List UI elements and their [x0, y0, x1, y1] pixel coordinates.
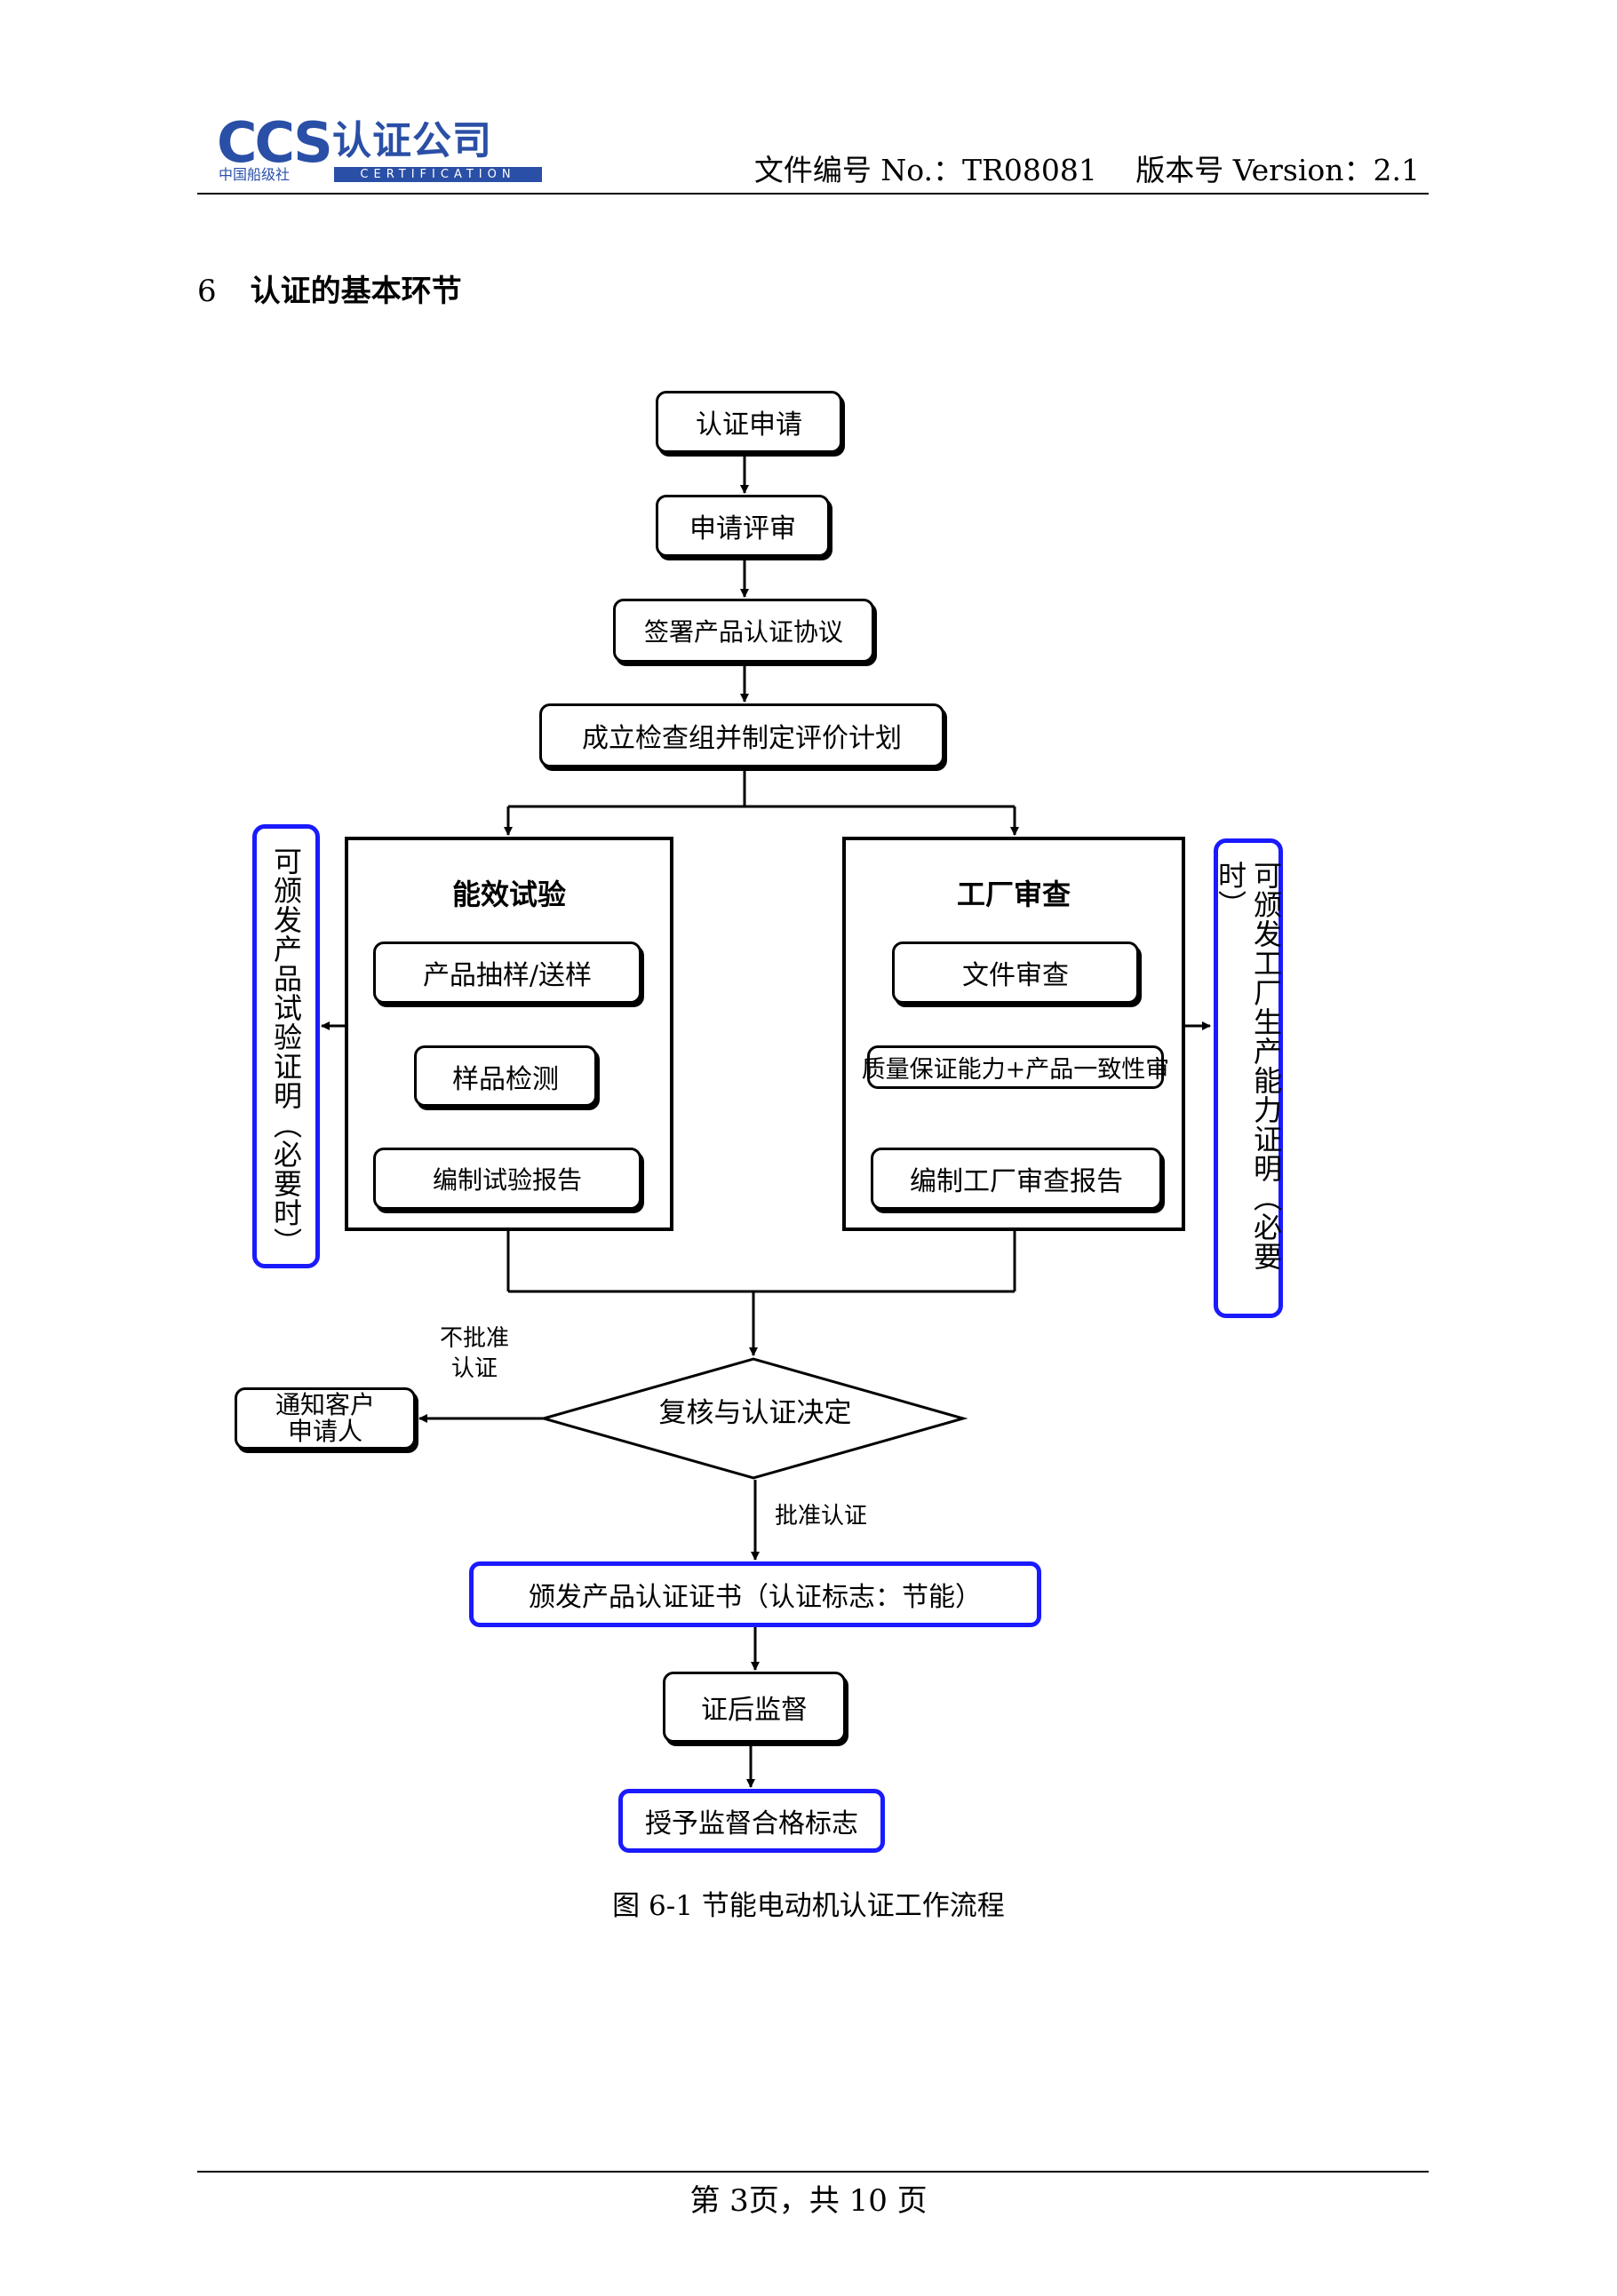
right-side-note-text: 可颁发工厂生产能力证明（必要时）	[1214, 861, 1283, 1271]
document-info: 文件编号 No.：TR08081 版本号 Version：2.1	[753, 153, 1420, 187]
header-rule	[197, 193, 1429, 195]
post-certification-supervision: 证后监督	[663, 1672, 846, 1743]
logo-cn-text: 认证公司	[332, 118, 492, 163]
step-form-team: 成立检查组并制定评价计划	[539, 703, 944, 767]
left-side-note: 可颁发产品试验证明（必要时）	[252, 824, 320, 1268]
right-side-note: 可颁发工厂生产能力证明（必要时）	[1214, 838, 1283, 1318]
approve-label: 批准认证	[775, 1503, 868, 1529]
logo-ccs-text: CCS	[217, 110, 333, 175]
left-side-note-text: 可颁发产品试验证明（必要时）	[269, 846, 303, 1257]
ccs-logo: CCS 认证公司 中国船级社 CERTIFICATION	[217, 115, 546, 183]
step-test-report: 编制试验报告	[373, 1148, 641, 1210]
step-sign-agreement: 签署产品认证协议	[613, 599, 874, 663]
section-number: 6	[197, 274, 217, 309]
decision-label: 复核与认证决定	[658, 1397, 852, 1429]
step-sample-testing: 样品检测	[414, 1045, 597, 1107]
figure-caption: 图 6-1 节能电动机认证工作流程	[612, 1890, 1005, 1922]
certificate-box: 颁发产品认证证书（认证标志：节能）	[469, 1561, 1041, 1627]
section-heading: 6 认证的基本环节	[197, 272, 462, 311]
footer-rule	[197, 2171, 1429, 2173]
page-number: 第 3页，共 10 页	[689, 2183, 928, 2219]
step-quality-assurance: 质量保证能力+产品一致性审	[862, 1045, 1169, 1089]
step-sampling: 产品抽样/送样	[373, 941, 641, 1004]
step-document-review: 文件审查	[892, 941, 1139, 1004]
step-audit-report: 编制工厂审查报告	[871, 1148, 1162, 1210]
supervision-mark-box: 授予监督合格标志	[618, 1789, 885, 1853]
section-title: 认证的基本环节	[250, 274, 462, 309]
step-apply: 认证申请	[656, 391, 842, 453]
notify-applicant-box: 通知客户 申请人	[235, 1387, 416, 1450]
panel-factory-audit-title: 工厂审查	[956, 878, 1071, 911]
logo-sub-cn: 中国船级社	[219, 166, 291, 183]
panel-efficiency-test-title: 能效试验	[451, 878, 566, 911]
step-application-review: 申请评审	[656, 495, 830, 557]
reject-label: 不批准 认证	[439, 1325, 509, 1382]
decision-diamond	[538, 1357, 968, 1480]
logo-sub-en: CERTIFICATION	[334, 167, 542, 182]
